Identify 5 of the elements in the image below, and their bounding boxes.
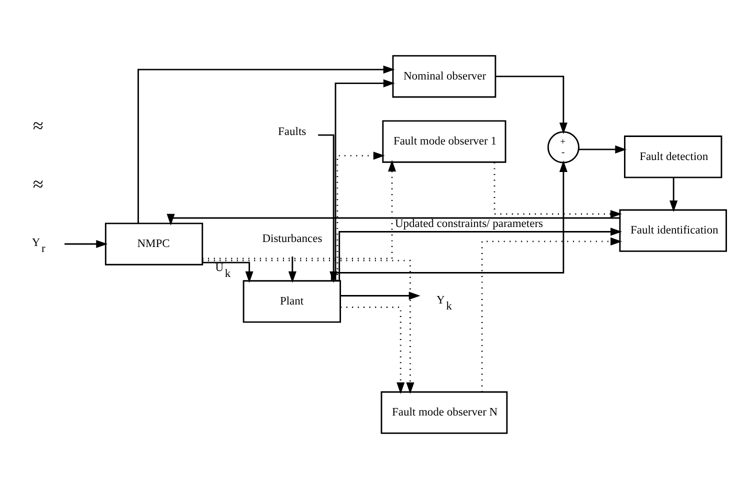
edge-label: Updated constraints/ parameters bbox=[395, 218, 543, 230]
node-text: Faults bbox=[278, 125, 306, 138]
label: ≈ bbox=[32, 115, 44, 136]
node-text: Disturbances bbox=[262, 232, 322, 245]
label: ≈ bbox=[32, 174, 44, 195]
